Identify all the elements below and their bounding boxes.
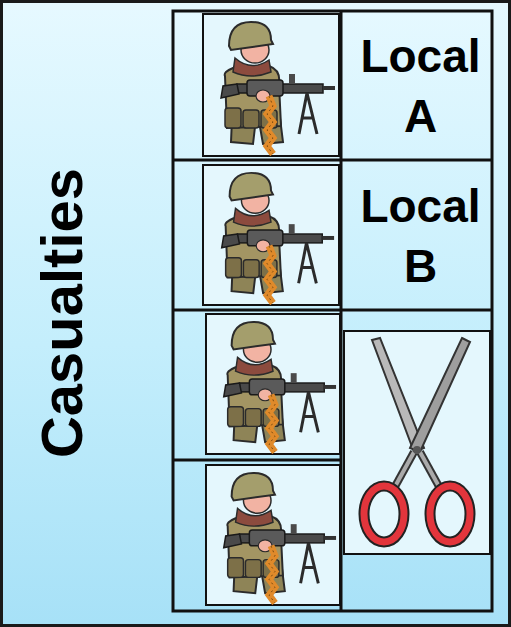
label-box: Local A (341, 11, 492, 160)
soldier-icon (206, 314, 340, 454)
grid-divider (173, 309, 492, 312)
scissors-symbol (364, 338, 470, 542)
grid-frame (173, 11, 492, 611)
grid-divider (173, 159, 492, 162)
soldier-icon (206, 465, 340, 605)
soldier-icon (203, 14, 339, 156)
side-title: Casualties (27, 103, 97, 523)
label-box: Local B (341, 161, 492, 310)
box-label: Local B (355, 176, 486, 296)
scissors-frame (344, 331, 490, 554)
soldier-icon (203, 165, 339, 305)
box-label: Local A (355, 26, 486, 146)
grid-divider (173, 459, 341, 462)
